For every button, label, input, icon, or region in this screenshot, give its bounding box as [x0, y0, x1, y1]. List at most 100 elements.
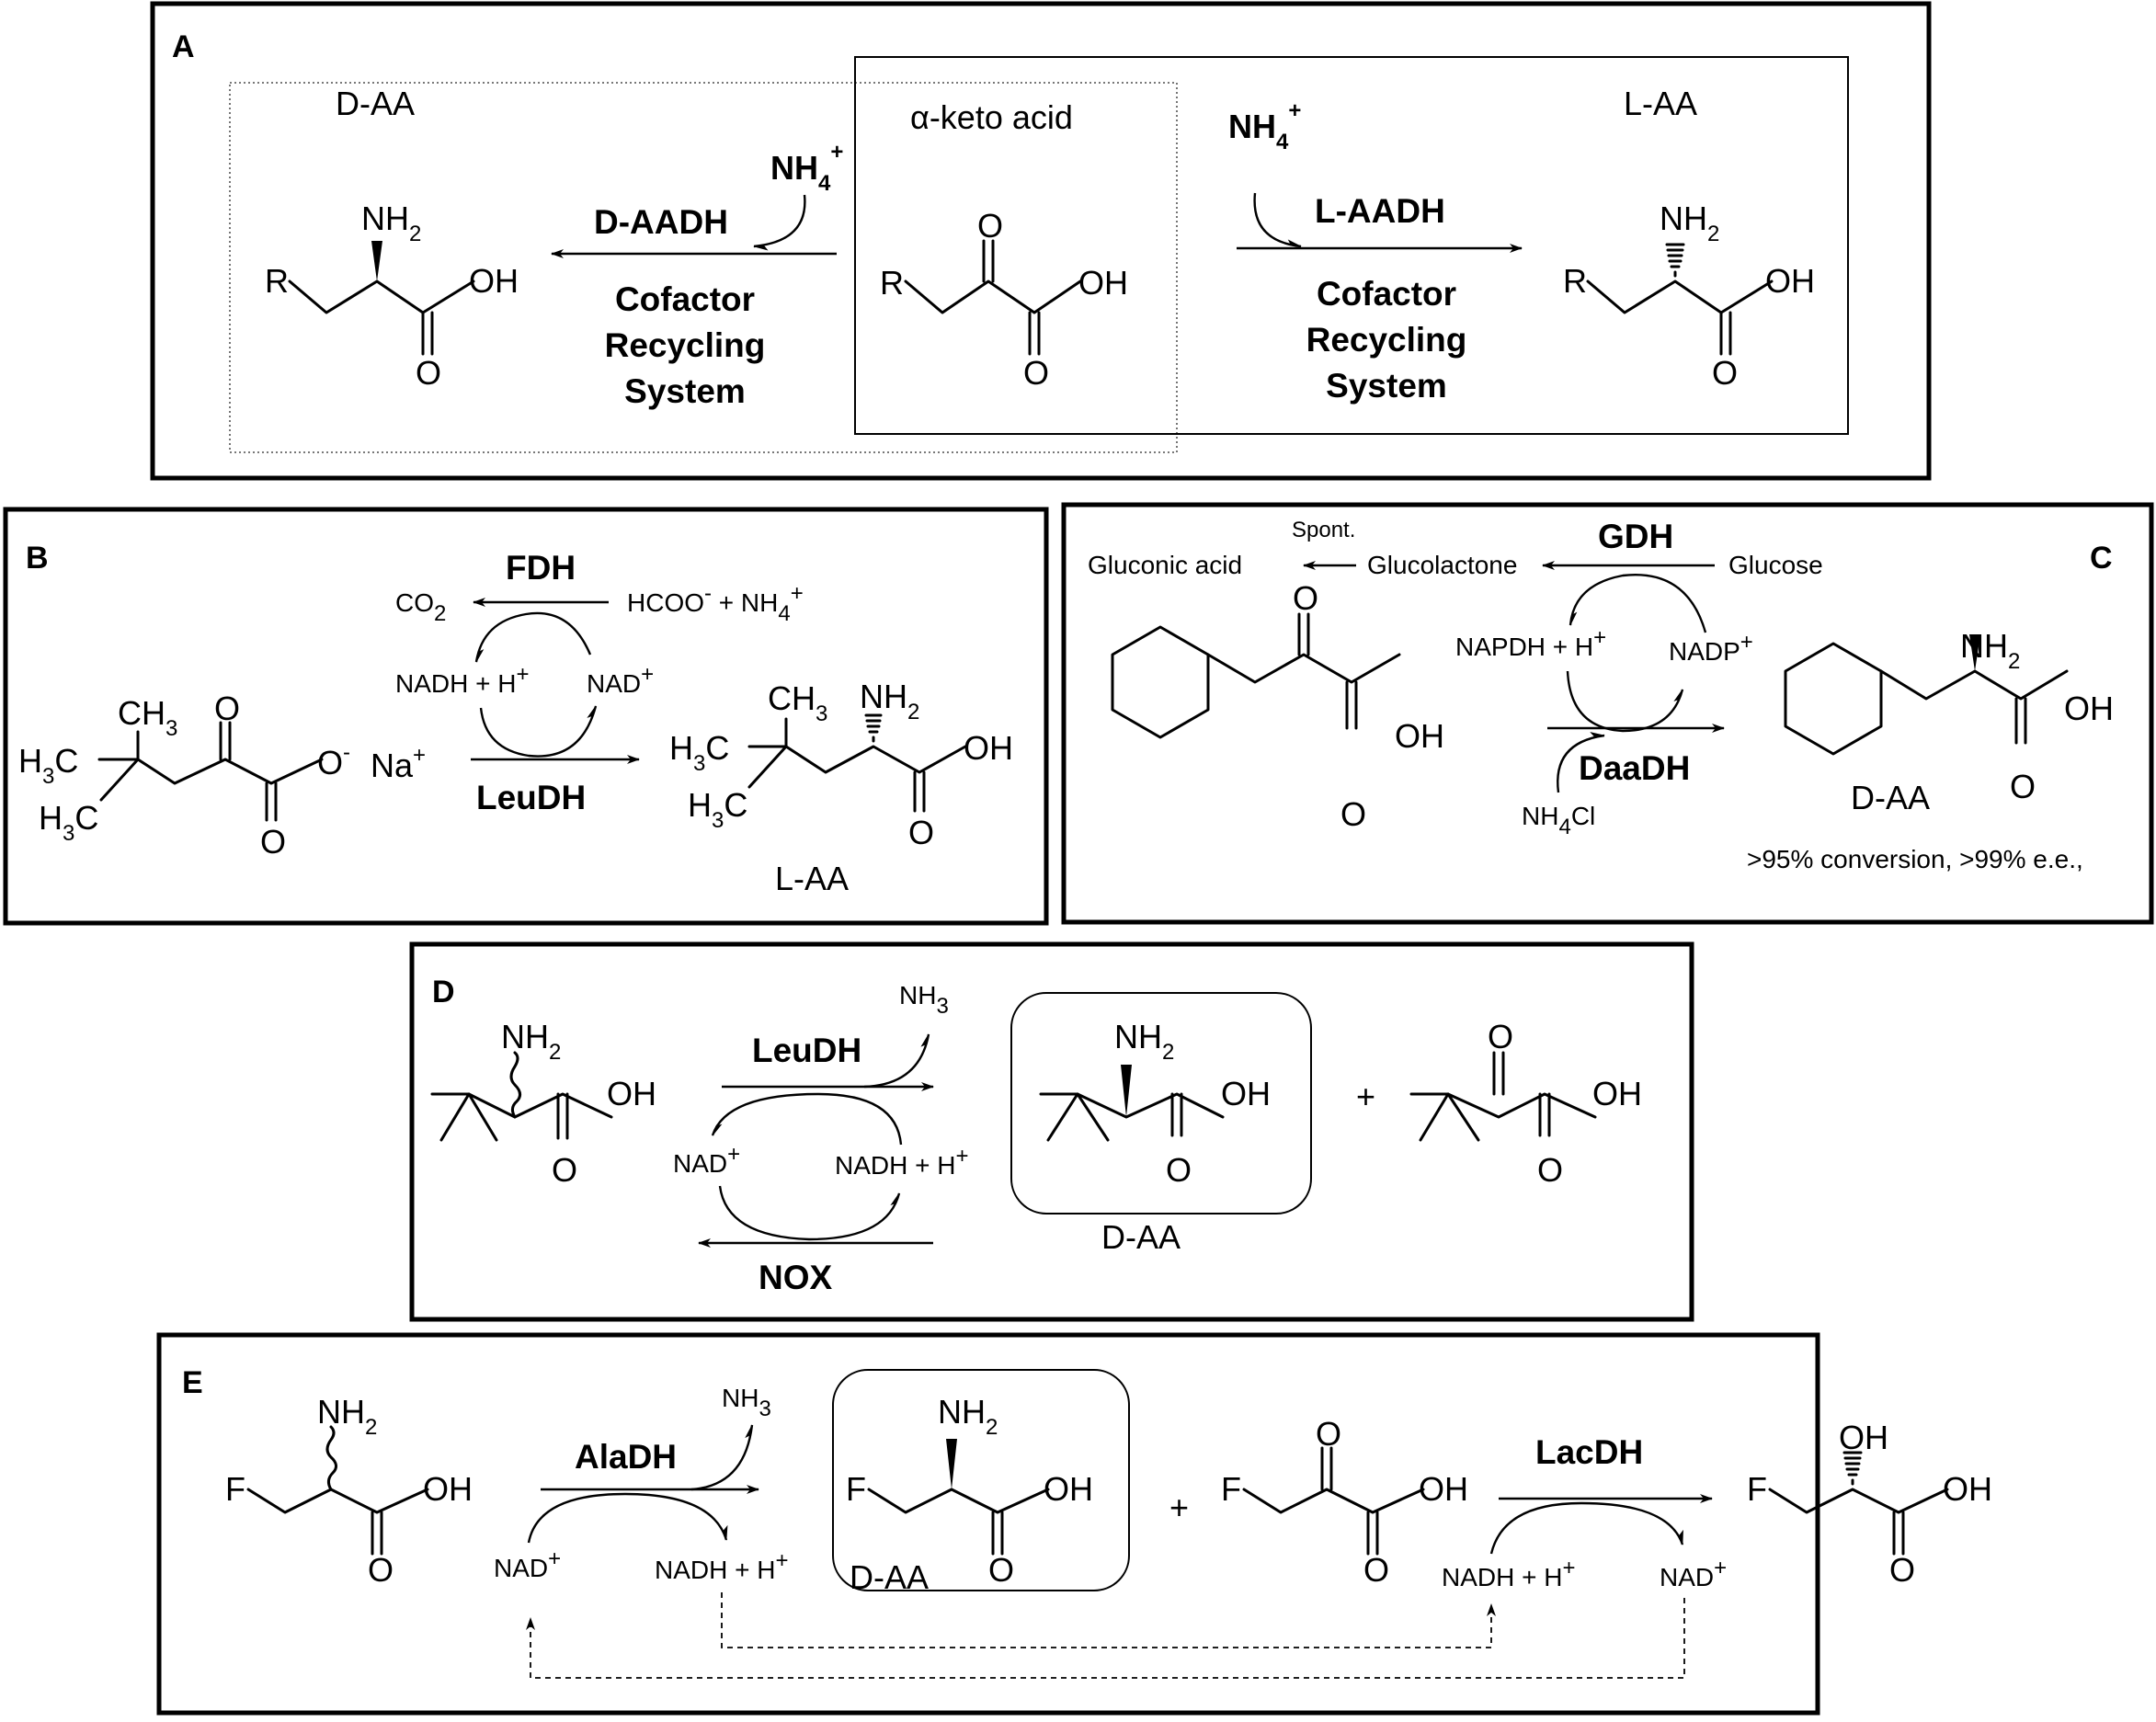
svg-text:H3C: H3C: [669, 729, 729, 776]
panel-d-letter: D: [432, 975, 455, 1009]
svg-text:O: O: [1166, 1151, 1192, 1189]
racemic-tert-leucine-structure: NH2 OH O: [430, 1018, 656, 1189]
svg-text:O: O: [1340, 795, 1366, 833]
plus-sign-d: +: [1356, 1078, 1375, 1115]
cofactor-label-d-3: System: [624, 372, 746, 410]
nh4-label-d: NH4+: [770, 140, 843, 196]
svg-text:F: F: [1221, 1470, 1241, 1508]
nh4cl-label: NH4Cl: [1522, 802, 1595, 839]
nad-label-e-right: NAD+: [1660, 1556, 1727, 1591]
nadp-label: NADP+: [1669, 630, 1753, 666]
svg-text:NH2: NH2: [860, 678, 919, 724]
panel-a-letter: A: [172, 29, 195, 64]
nh3-release-curve-e: [690, 1424, 754, 1491]
panel-b-frame: [3, 507, 1049, 926]
cyclohexylalanine-structure: NH2 OH O D-AA: [1784, 627, 2114, 816]
d-aa-highlight-box-e: [832, 1369, 1130, 1591]
daadh-label: DaaDH: [1579, 749, 1690, 787]
plus-sign-e: +: [1169, 1488, 1189, 1526]
svg-text:OH: OH: [1839, 1419, 1888, 1456]
nh4-label-l: NH4+: [1228, 98, 1301, 154]
svg-text:H3C: H3C: [18, 742, 78, 789]
svg-text:OH: OH: [1592, 1075, 1642, 1112]
l-aa-region-box: [854, 56, 1849, 435]
cofactor-label-l-1: Cofactor: [1317, 275, 1456, 313]
formate-label: HCOO- + NH4+: [627, 581, 804, 626]
svg-text:OH: OH: [2064, 690, 2114, 727]
glucolactone-label: Glucolactone: [1367, 551, 1517, 579]
svg-text:O: O: [2010, 768, 2036, 805]
svg-text:O: O: [368, 1551, 394, 1589]
gdh-cycle-curve: [1569, 574, 1707, 633]
svg-text:O: O: [260, 823, 286, 861]
panel-c-frame: [1061, 502, 2154, 925]
nh4-incoming-curve-l: [1253, 192, 1302, 248]
trimethylpyruvate-structure: H3C H3C CH3 O O O- Na+: [18, 690, 426, 861]
svg-text:OH: OH: [1078, 264, 1128, 302]
svg-text:NH2: NH2: [938, 1393, 998, 1440]
svg-text:OH: OH: [607, 1075, 656, 1112]
tert-leucine-structure: H3C H3C CH3 NH2 OH O L-AA: [669, 678, 1013, 897]
nadh-label-d: NADH + H+: [835, 1144, 968, 1180]
svg-text:R: R: [265, 262, 289, 300]
fluoropyruvate-structure: F O OH O: [1221, 1415, 1468, 1589]
d-tert-leucine-structure: NH2 OH O: [1039, 1018, 1271, 1189]
leudh-cycle-curve: [479, 705, 598, 758]
leudh-label-d: LeuDH: [752, 1032, 861, 1069]
fdh-label: FDH: [506, 549, 576, 587]
svg-text:NH2: NH2: [1660, 200, 1719, 246]
fluorolactate-structure: F OH OH O: [1747, 1419, 1992, 1589]
panel-d-frame: [409, 941, 1694, 1322]
l-aa-label: L-AA: [1624, 85, 1697, 122]
nadh-label-b: NADH + H+: [395, 662, 529, 698]
svg-text:OH: OH: [1221, 1075, 1271, 1112]
svg-text:OH: OH: [1044, 1470, 1093, 1508]
svg-text:OH: OH: [1395, 717, 1444, 755]
svg-text:O: O: [1023, 354, 1049, 392]
napdh-label: NAPDH + H+: [1455, 625, 1606, 661]
svg-text:O: O: [1488, 1018, 1513, 1055]
panel-d: D NH2 OH O LeuDH NH3 NAD+ NADH + H+ NOX …: [409, 941, 1694, 1322]
svg-text:OH: OH: [469, 262, 519, 300]
gluconic-acid-label: Gluconic acid: [1088, 551, 1242, 579]
svg-text:R: R: [1563, 262, 1587, 300]
svg-text:O: O: [988, 1551, 1014, 1589]
svg-text:OH: OH: [1419, 1470, 1468, 1508]
nad-reduction-curve: [711, 1092, 903, 1146]
svg-text:CH3: CH3: [768, 679, 827, 726]
panel-b: B FDH CO2 HCOO- + NH4+ NADH + H+ NAD+ Le…: [3, 507, 1049, 926]
d-aa-region-box: [229, 82, 1178, 453]
lacdh-label: LacDH: [1535, 1433, 1643, 1471]
nox-label: NOX: [759, 1259, 833, 1296]
nad-label-b: NAD+: [587, 662, 654, 698]
svg-text:O: O: [1712, 354, 1738, 392]
panel-e-letter: E: [182, 1365, 203, 1400]
svg-text:F: F: [846, 1470, 866, 1508]
nad-reduction-curve-e: [527, 1492, 728, 1544]
co2-label: CO2: [395, 588, 446, 626]
panel-c-letter: C: [2090, 541, 2113, 576]
nad-return-dashed: [526, 1598, 1685, 1679]
svg-text:O: O: [1889, 1551, 1915, 1589]
trimethylpyruvic-acid-structure: O OH O: [1409, 1018, 1642, 1189]
svg-text:F: F: [1747, 1470, 1767, 1508]
svg-text:O: O: [1293, 579, 1318, 617]
nadh-label-e-right: NADH + H+: [1442, 1556, 1575, 1591]
svg-text:NH2: NH2: [1114, 1018, 1174, 1065]
svg-text:H3C: H3C: [688, 786, 747, 833]
cyclohexylpyruvate-structure: O OH O: [1111, 579, 1444, 833]
nad-label-e-left: NAD+: [494, 1546, 561, 1582]
svg-text:CH3: CH3: [118, 694, 177, 741]
aladh-label: AlaDH: [575, 1438, 677, 1476]
keto-acid-structure: R O OH O: [880, 207, 1128, 392]
l-aa-structure: R NH2 OH O: [1563, 200, 1815, 392]
svg-text:O: O: [1537, 1151, 1563, 1189]
panel-a: A D-AA L-AA α-keto acid R NH2 OH O R O O…: [150, 1, 1932, 481]
svg-text:O-: O-: [317, 740, 350, 781]
svg-text:OH: OH: [423, 1470, 473, 1508]
svg-text:O: O: [908, 814, 934, 851]
d-aa-label-c: D-AA: [1851, 779, 1930, 816]
svg-text:O: O: [214, 690, 240, 727]
